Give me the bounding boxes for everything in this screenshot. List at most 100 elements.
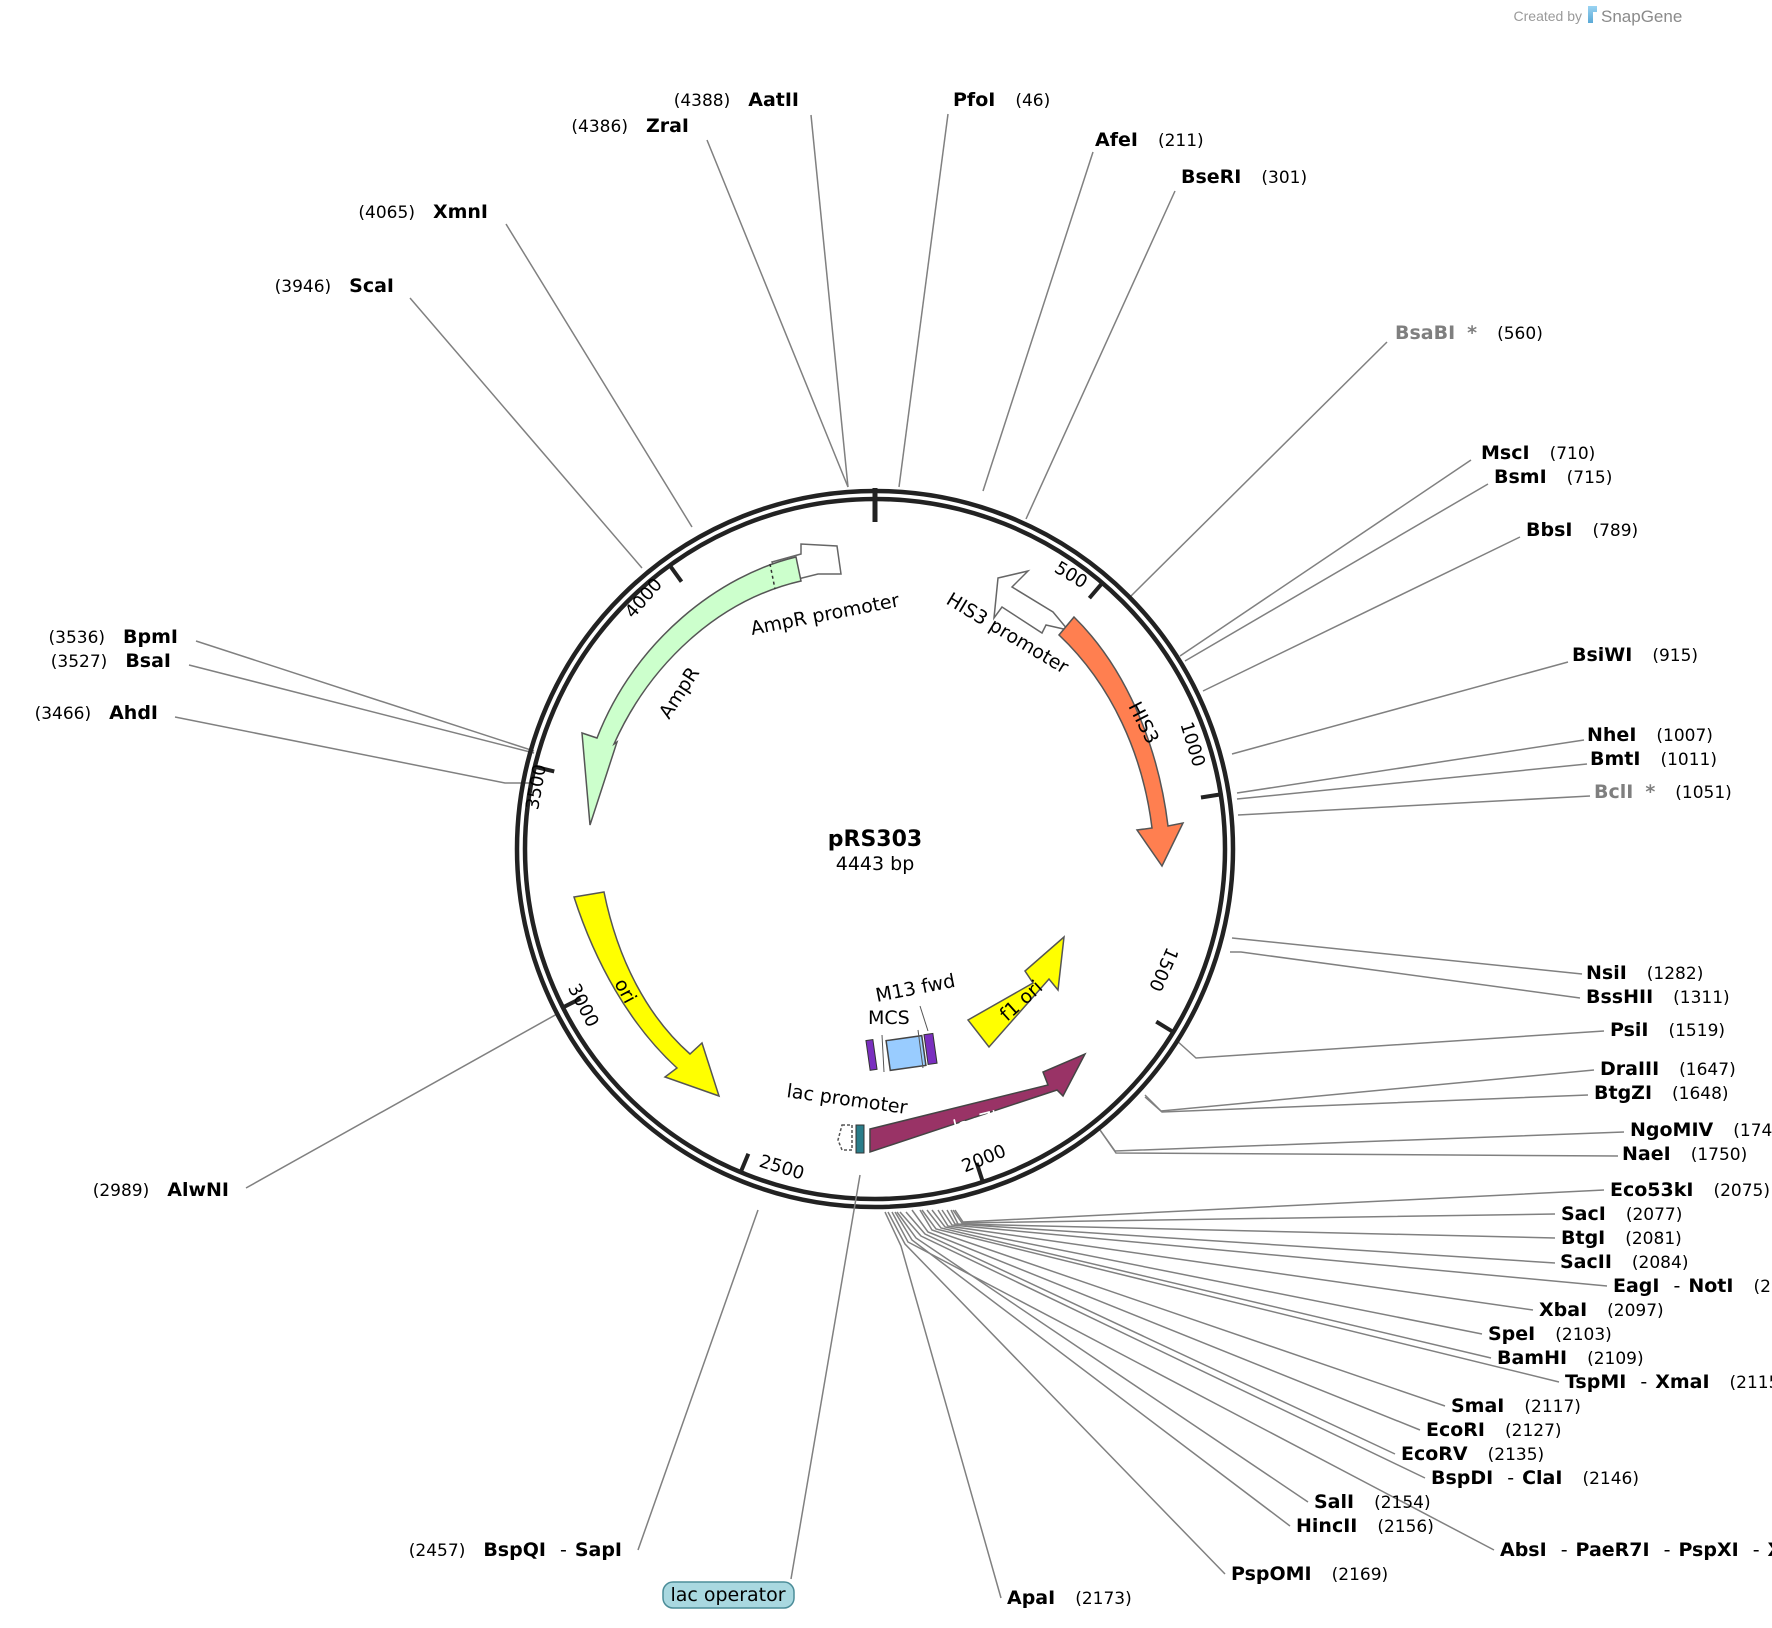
- site-leader-line: [905, 1211, 1396, 1455]
- feature-lac-operator[interactable]: [855, 1124, 865, 1154]
- restriction-site[interactable]: SacI(2077): [1561, 1203, 1682, 1225]
- site-name: NaeI: [1622, 1143, 1671, 1165]
- restriction-site[interactable]: BseRI(301): [1181, 166, 1307, 188]
- restriction-site[interactable]: NheI(1007): [1587, 724, 1713, 746]
- feature-m13-fwd[interactable]: [923, 1032, 938, 1065]
- feature-m13-fwd-left[interactable]: [865, 1039, 878, 1071]
- ruler-tick-2500: [738, 1152, 751, 1173]
- restriction-site[interactable]: (3527)BsaI: [51, 650, 171, 672]
- site-leader-line: [919, 1209, 1446, 1407]
- restriction-site[interactable]: BsiWI(915): [1572, 644, 1698, 666]
- feature-ampr[interactable]: [581, 556, 802, 826]
- feature-f1-ori[interactable]: [966, 935, 1065, 1049]
- restriction-site[interactable]: EcoRV(2135): [1401, 1443, 1544, 1465]
- site-leader-line: [1099, 1129, 1619, 1157]
- site-name: NsiI: [1586, 962, 1627, 984]
- restriction-site[interactable]: BbsI(789): [1526, 519, 1638, 541]
- restriction-site[interactable]: PsiI(1519): [1610, 1019, 1725, 1041]
- restriction-site[interactable]: (4388)AatII: [674, 89, 799, 111]
- feature-his3[interactable]: [1057, 615, 1185, 868]
- site-leader-line: [409, 297, 643, 569]
- restriction-site[interactable]: TspMI-XmaI(2115): [1565, 1371, 1772, 1393]
- site-leader-line: [1179, 459, 1472, 657]
- site-position: (1647): [1679, 1060, 1736, 1080]
- restriction-site[interactable]: BmtI(1011): [1590, 748, 1717, 770]
- site-position: (2077): [1626, 1205, 1683, 1225]
- restriction-site[interactable]: SpeI(2103): [1488, 1323, 1612, 1345]
- site-name: NheI: [1587, 724, 1636, 746]
- restriction-site[interactable]: BtgI(2081): [1561, 1227, 1682, 1249]
- site-name: BsaI: [125, 650, 171, 672]
- site-leader-line: [946, 1209, 1556, 1264]
- site-leader-line: [937, 1209, 1534, 1311]
- site-name: AfeI: [1095, 129, 1138, 151]
- site-name: ApaI: [1007, 1587, 1055, 1609]
- restriction-site[interactable]: MscI(710): [1481, 442, 1595, 464]
- site-position: (2173): [1075, 1589, 1132, 1609]
- site-name: DraIII: [1600, 1058, 1659, 1080]
- restriction-site[interactable]: (2457)BspQI-SapI: [409, 1539, 622, 1561]
- site-position: (4386): [571, 117, 628, 137]
- restriction-site[interactable]: BspDI-ClaI(2146): [1431, 1467, 1639, 1489]
- restriction-site[interactable]: BamHI(2109): [1497, 1347, 1644, 1369]
- restriction-site[interactable]: BsaBI*(560): [1395, 322, 1543, 344]
- restriction-site[interactable]: BtgZI(1648): [1594, 1082, 1729, 1104]
- site-leader-line: [245, 1013, 558, 1189]
- restriction-site[interactable]: ApaI (2173): [1007, 1587, 1132, 1609]
- site-leader-line: [898, 113, 949, 488]
- site-position: (789): [1592, 521, 1638, 541]
- label-ampr: AmpR: [655, 663, 704, 723]
- restriction-site[interactable]: SalI(2154): [1314, 1491, 1431, 1513]
- feature-lac-promoter[interactable]: [837, 1124, 853, 1151]
- credit-brand: SnapGene: [1601, 7, 1682, 26]
- restriction-site[interactable]: AfeI(211): [1095, 129, 1204, 151]
- restriction-site[interactable]: Eco53kI(2075): [1610, 1179, 1770, 1201]
- restriction-site[interactable]: (3466)AhdI: [35, 702, 158, 724]
- restriction-site[interactable]: NsiI(1282): [1586, 962, 1703, 984]
- site-name: AlwNI: [167, 1179, 229, 1201]
- site-leader-line: [174, 716, 531, 784]
- site-position: (3466): [35, 704, 92, 724]
- restriction-site[interactable]: BsmI(715): [1494, 466, 1612, 488]
- restriction-site[interactable]: SacII(2084): [1560, 1251, 1688, 1273]
- feature-lacz[interactable]: [869, 1052, 1087, 1154]
- site-leader-line: [1144, 1094, 1589, 1113]
- site-name: PaeR7I: [1576, 1539, 1650, 1561]
- restriction-site[interactable]: PspOMI(2169): [1231, 1563, 1388, 1585]
- lac-operator-badge[interactable]: [662, 1581, 795, 1609]
- restriction-site[interactable]: EcoRI(2127): [1426, 1419, 1562, 1441]
- restriction-site[interactable]: NaeI(1750): [1622, 1143, 1747, 1165]
- restriction-site[interactable]: (2989)AlwNI: [93, 1179, 229, 1201]
- feature-his3-promoter[interactable]: [992, 569, 1070, 635]
- restriction-site[interactable]: (3946)ScaI: [275, 275, 394, 297]
- restriction-site[interactable]: HincII(2156): [1296, 1515, 1434, 1537]
- site-position: (3536): [49, 628, 106, 648]
- site-position: (301): [1261, 168, 1307, 188]
- site-leader-line: [1231, 661, 1569, 755]
- ruler-tick-500: [1087, 581, 1104, 600]
- site-name-separator: -: [1753, 1539, 1760, 1561]
- restriction-site[interactable]: BssHII(1311): [1586, 986, 1730, 1008]
- restriction-site[interactable]: DraIII (1647): [1600, 1058, 1736, 1080]
- feature-mcs-group: [865, 1029, 938, 1073]
- site-leader-line: [884, 1211, 1002, 1599]
- restriction-site[interactable]: XbaI(2097): [1539, 1299, 1664, 1321]
- restriction-site[interactable]: AbsI-PaeR7I-PspXI-XhoI(2160): [1500, 1539, 1772, 1561]
- label-m13-fwd: M13 fwd: [874, 970, 957, 1007]
- restriction-site[interactable]: NgoMIV(1748): [1630, 1119, 1772, 1141]
- restriction-site[interactable]: (4065)XmnI: [358, 201, 488, 223]
- site-name: SapI: [575, 1539, 622, 1561]
- restriction-site[interactable]: BclI*(1051): [1594, 781, 1732, 803]
- restriction-site[interactable]: EagI-NotI(2090): [1613, 1275, 1772, 1297]
- site-leader-line: [1230, 951, 1581, 999]
- restriction-site[interactable]: PfoI(46): [953, 89, 1050, 111]
- restriction-site[interactable]: SmaI(2117): [1451, 1395, 1581, 1417]
- site-leader-line: [505, 223, 693, 528]
- site-name: BsmI: [1494, 466, 1547, 488]
- site-name: PspOMI: [1231, 1563, 1312, 1585]
- feature-mcs[interactable]: [885, 1034, 927, 1072]
- restriction-site[interactable]: (3536)BpmI: [49, 626, 178, 648]
- restriction-site[interactable]: (4386)ZraI: [571, 115, 689, 137]
- site-name-separator: -: [1664, 1539, 1671, 1561]
- feature-ori[interactable]: [573, 891, 721, 1098]
